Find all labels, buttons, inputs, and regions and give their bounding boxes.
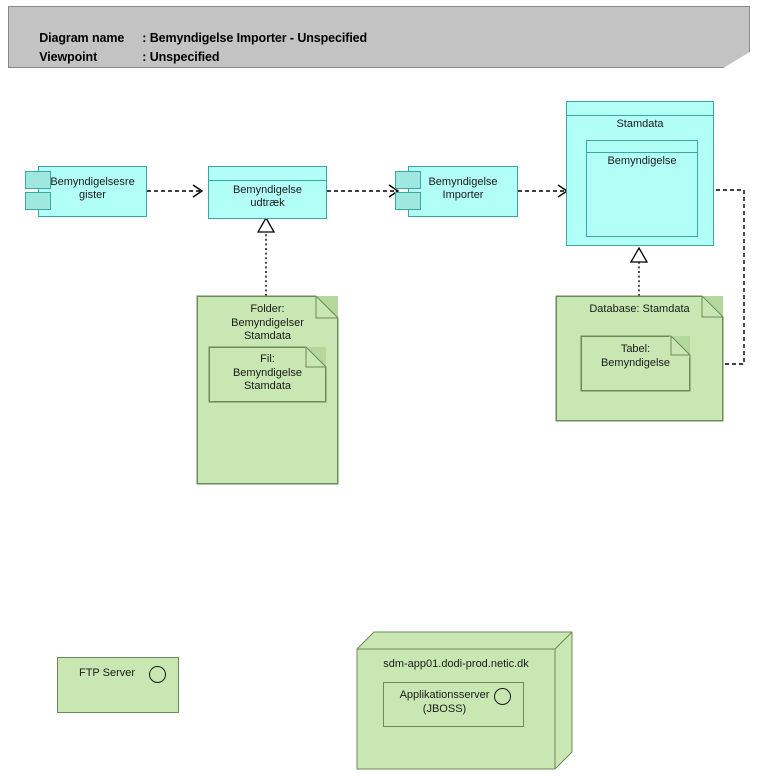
artifact-tabel-bemyndigelse-label: Tabel: Bemyndigelse: [600, 343, 671, 369]
connector-importer-to-stamdata: [518, 184, 569, 198]
component-bemyndigelse-importer-label: Bemyndigelse Importer: [428, 176, 498, 201]
diagram-name-label: Diagram name: [39, 31, 125, 45]
artifact-tabel-fold-icon: [580, 335, 691, 392]
artifact-fil-fold-icon: [208, 346, 327, 403]
component-bemyndigelse-inner-band: [587, 141, 697, 153]
viewpoint-label: Viewpoint: [39, 50, 98, 64]
component-tab-lower-importer: [395, 192, 421, 210]
component-bemyndigelse-udtraek-band: [209, 167, 326, 181]
component-bemyndigelse-importer[interactable]: Bemyndigelse Importer: [408, 166, 518, 217]
node-ftp-server[interactable]: FTP Server: [57, 657, 179, 713]
artifact-fil-bemyndigelse-stamdata-label: Fil: Bemyndigelse Stamdata: [232, 353, 303, 392]
diagram-name-separator: :: [142, 31, 150, 45]
node-app-server[interactable]: Applikationsserver (JBOSS): [383, 682, 524, 727]
diagram-name-value: Bemyndigelse Importer - Unspecified: [149, 31, 368, 45]
artifact-folder-bemyndigelser-stamdata-label: Folder: Bemyndigelser Stamdata: [231, 303, 304, 342]
connector-folder-manifest-udtraek: [256, 216, 276, 296]
node-app-host-label: sdm-app01.dodi-prod.netic.dk: [383, 658, 529, 670]
component-bemyndigelse-udtraek[interactable]: Bemyndigelse udtræk: [208, 166, 327, 219]
component-bemyndigelse-inner-label: Bemyndigelse: [607, 155, 677, 167]
node-app-host[interactable]: sdm-app01.dodi-prod.netic.dk: [357, 649, 555, 769]
artifact-fil-bemyndigelse-stamdata[interactable]: Fil: Bemyndigelse Stamdata: [209, 347, 326, 402]
artifact-folder-fold-icon: [196, 295, 339, 485]
component-bemyndigelse-udtraek-label: Bemyndigelse udtræk: [232, 184, 303, 209]
node-app-server-label: Applikationsserver (JBOSS): [399, 689, 490, 715]
component-tab-upper-importer: [395, 171, 421, 189]
node-ftp-server-label: FTP Server: [78, 667, 136, 679]
execution-environment-circle-icon: [149, 666, 166, 683]
viewpoint-line: Viewpoint: Unspecified: [19, 36, 220, 68]
component-tab-upper-register: [25, 171, 51, 189]
component-bemyndigelse-inner[interactable]: Bemyndigelse: [586, 140, 698, 237]
artifact-tabel-bemyndigelse[interactable]: Tabel: Bemyndigelse: [581, 336, 690, 391]
component-bemyndigelsesregister[interactable]: Bemyndigelsesre gister: [38, 166, 147, 217]
connector-register-to-udtraek: [147, 184, 204, 198]
connector-udtraek-to-importer: [327, 184, 400, 198]
connector-database-manifest-stamdata: [629, 246, 649, 296]
viewpoint-value: Unspecified: [149, 50, 220, 64]
artifact-database-stamdata-label: Database: Stamdata: [589, 303, 690, 315]
diagram-name-line: Diagram name: Bemyndigelse Importer - Un…: [19, 17, 367, 59]
diagram-header-banner: Diagram name: Bemyndigelse Importer - Un…: [8, 6, 750, 68]
component-stamdata-label: Stamdata: [616, 118, 664, 130]
viewpoint-separator: :: [142, 50, 150, 64]
execution-environment-circle-icon-jboss: [494, 688, 511, 705]
component-bemyndigelsesregister-label: Bemyndigelsesre gister: [50, 176, 135, 201]
component-tab-lower-register: [25, 192, 51, 210]
artifact-database-fold-icon: [555, 295, 724, 422]
component-stamdata-band: [567, 102, 713, 116]
